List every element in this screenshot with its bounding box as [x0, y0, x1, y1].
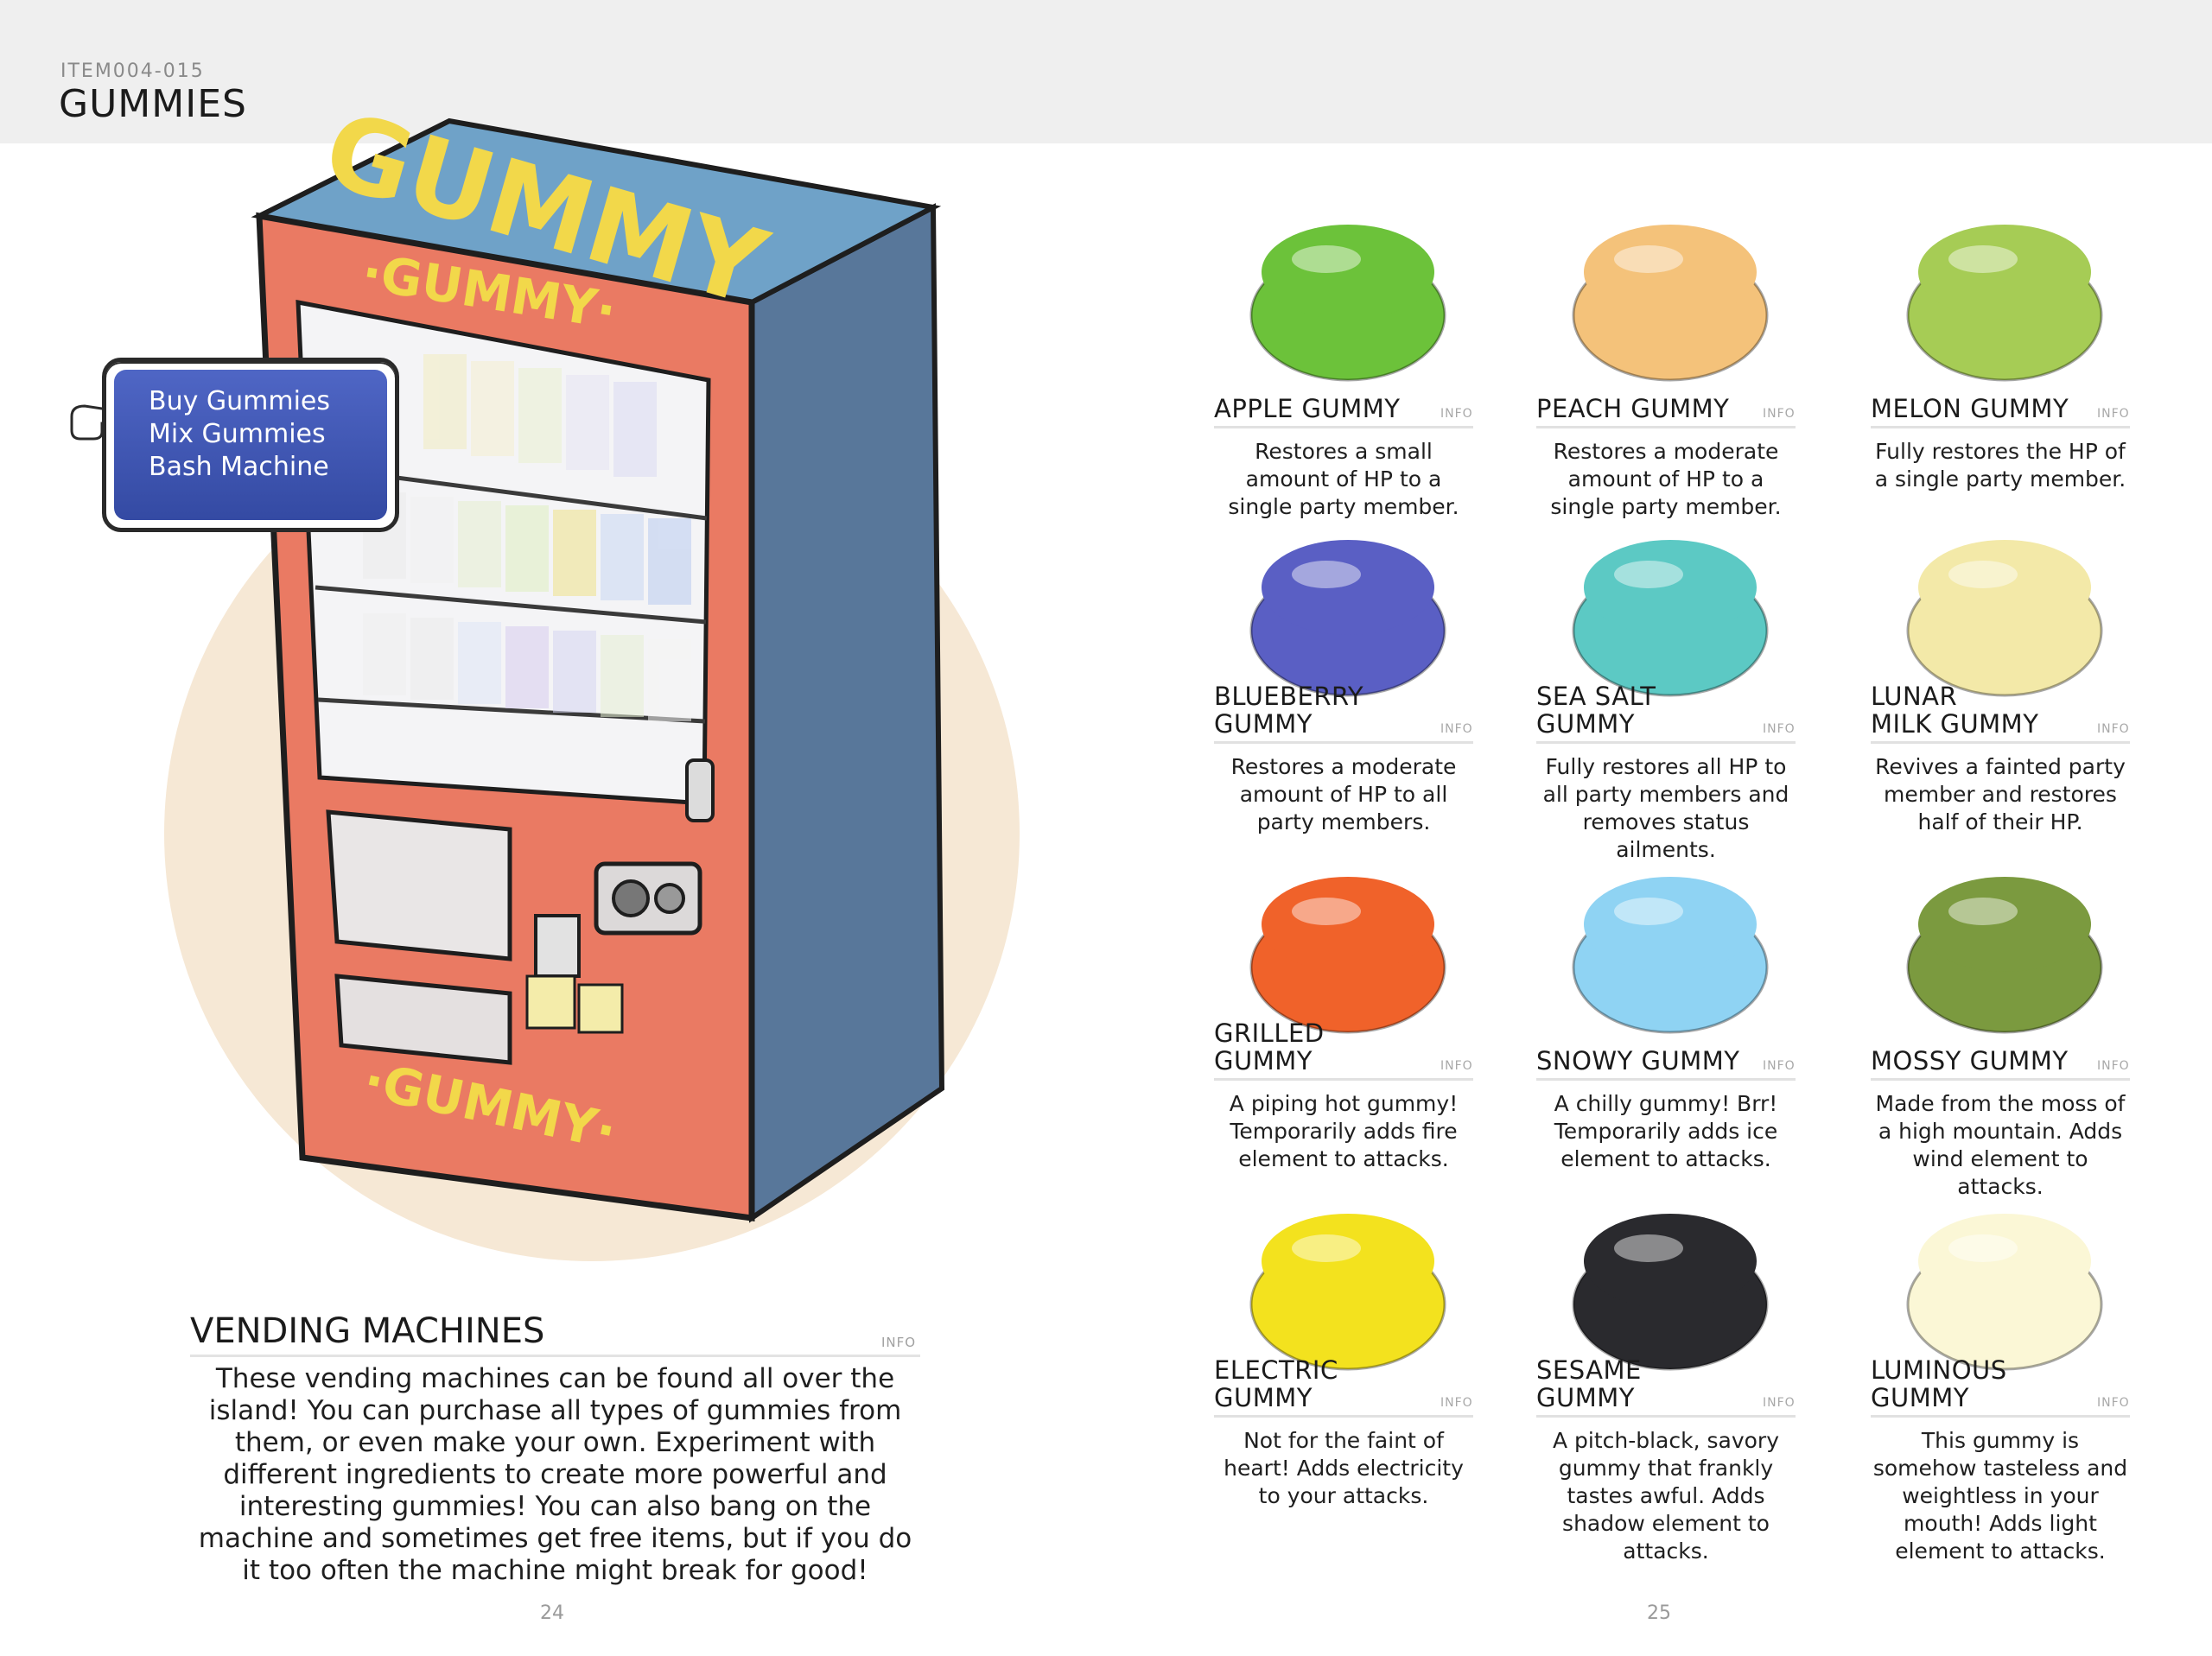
- gummy-info-tag: INFO: [2097, 722, 2130, 736]
- section-info-tag: INFO: [881, 1335, 917, 1350]
- gummy-card: MELON GUMMY INFO Fully restores the HP of …: [1871, 212, 2190, 540]
- gummy-card: MOSSY GUMMY INFO Made from the moss of a h…: [1871, 864, 2190, 1199]
- menu-item-buy-gummies[interactable]: Buy Gummies: [149, 386, 331, 416]
- section-body: These vending machines can be found all …: [198, 1363, 912, 1586]
- gummy-name: MOSSY GUMMY: [1871, 1046, 2069, 1075]
- gummy-icon: [1249, 877, 1446, 1034]
- gummy-divider: [1871, 1415, 2130, 1418]
- gummy-info-tag: INFO: [1763, 1396, 1796, 1410]
- page-number-right: 25: [1647, 1602, 1671, 1624]
- section-divider: [190, 1355, 920, 1357]
- gummy-description: This gummy is somehow tasteless and weig…: [1872, 1428, 2128, 1564]
- gummy-info-tag: INFO: [1440, 1059, 1473, 1073]
- action-menu: Buy Gummies Mix Gummies Bash Machine: [102, 358, 399, 532]
- gummy-info-tag: INFO: [1440, 722, 1473, 736]
- gummy-divider: [1871, 1078, 2130, 1081]
- gummy-description: A pitch-black, savory gummy that frankly…: [1552, 1428, 1780, 1564]
- gummy-name: BLUEBERRY GUMMY: [1214, 682, 1364, 739]
- header-band: [0, 0, 2212, 143]
- gummy-icon: [1906, 540, 2103, 697]
- gummy-info-tag: INFO: [1763, 1059, 1796, 1073]
- gummy-divider: [1214, 426, 1473, 428]
- gummy-info-tag: INFO: [1763, 722, 1796, 736]
- gummy-info-tag: INFO: [1763, 407, 1796, 421]
- gummy-name: PEACH GUMMY: [1536, 394, 1730, 423]
- gummy-description: Made from the moss of a high mountain. A…: [1875, 1091, 2126, 1199]
- vending-machine-illustration: GUMMY GUMMY ·GUMMY· ·GUMMY·: [251, 104, 945, 1223]
- gummy-name: MELON GUMMY: [1871, 394, 2069, 423]
- menu-item-mix-gummies[interactable]: Mix Gummies: [149, 419, 326, 449]
- gummy-name: SEA SALT GUMMY: [1536, 682, 1656, 739]
- gummy-description: Restores a small amount of HP to a singl…: [1228, 439, 1459, 519]
- gummy-divider: [1214, 741, 1473, 744]
- gummy-description: Restores a moderate amount of HP to a si…: [1550, 439, 1782, 519]
- gummy-name: LUMINOUS GUMMY: [1871, 1355, 2007, 1412]
- gummy-icon: [1572, 540, 1769, 697]
- gummy-info-tag: INFO: [2097, 1059, 2130, 1073]
- gummy-name: LUNAR MILK GUMMY: [1871, 682, 2039, 739]
- gummy-name: SESAME GUMMY: [1536, 1355, 1642, 1412]
- gummy-divider: [1871, 741, 2130, 744]
- gummy-description: Restores a moderate amount of HP to all …: [1230, 754, 1457, 834]
- menu-item-bash-machine[interactable]: Bash Machine: [149, 452, 329, 482]
- gummy-card: SESAME GUMMY INFO A pitch-black, savory gu…: [1536, 1201, 1856, 1564]
- gummy-divider: [1536, 1415, 1796, 1418]
- gummy-icon: [1249, 1214, 1446, 1371]
- gummy-info-tag: INFO: [1440, 407, 1473, 421]
- action-menu-panel: Buy Gummies Mix Gummies Bash Machine: [114, 370, 387, 520]
- item-code: ITEM004-015: [60, 60, 205, 82]
- gummy-card: BLUEBERRY GUMMY INFO Restores a moderate a…: [1214, 527, 1534, 855]
- gummy-card: APPLE GUMMY INFO Restores a small amount o…: [1214, 212, 1534, 540]
- gummy-name: ELECTRIC GUMMY: [1214, 1355, 1338, 1412]
- gummy-name: GRILLED GUMMY: [1214, 1018, 1325, 1075]
- gummy-name: SNOWY GUMMY: [1536, 1046, 1740, 1075]
- gummy-card: GRILLED GUMMY INFO A piping hot gummy! Tem…: [1214, 864, 1534, 1192]
- page-number-left: 24: [540, 1602, 564, 1624]
- gummy-icon: [1572, 225, 1769, 382]
- gummy-info-tag: INFO: [1440, 1396, 1473, 1410]
- gummy-description: Fully restores all HP to all party membe…: [1542, 754, 1789, 862]
- gummy-icon: [1249, 225, 1446, 382]
- gummy-name: APPLE GUMMY: [1214, 394, 1401, 423]
- gummy-description: Fully restores the HP of a single party …: [1874, 439, 2126, 492]
- gummy-divider: [1536, 426, 1796, 428]
- gummy-icon: [1906, 225, 2103, 382]
- gummy-divider: [1536, 741, 1796, 744]
- gummy-icon: [1906, 877, 2103, 1034]
- gummy-info-tag: INFO: [2097, 407, 2130, 421]
- gummy-icon: [1572, 877, 1769, 1034]
- gummy-card: PEACH GUMMY INFO Restores a moderate amoun…: [1536, 212, 1856, 540]
- gummy-divider: [1536, 1078, 1796, 1081]
- gummy-icon: [1906, 1214, 2103, 1371]
- gummy-card: LUNAR MILK GUMMY INFO Revives a fainted pa…: [1871, 527, 2190, 855]
- gummy-description: A piping hot gummy! Temporarily adds fir…: [1229, 1091, 1459, 1171]
- section-title: VENDING MACHINES: [190, 1311, 545, 1351]
- gummy-divider: [1871, 426, 2130, 428]
- gummy-divider: [1214, 1078, 1473, 1081]
- gummy-info-tag: INFO: [2097, 1396, 2130, 1410]
- gummy-icon: [1572, 1214, 1769, 1371]
- gummy-description: A chilly gummy! Brr! Temporarily adds ic…: [1554, 1091, 1778, 1171]
- gummy-description: Not for the faint of heart! Adds electri…: [1224, 1428, 1464, 1508]
- page-title: GUMMIES: [59, 82, 247, 126]
- gummy-divider: [1214, 1415, 1473, 1418]
- gummy-icon: [1249, 540, 1446, 697]
- gummy-card: ELECTRIC GUMMY INFO Not for the faint of h…: [1214, 1201, 1534, 1529]
- gummy-card: SEA SALT GUMMY INFO Fully restores all HP …: [1536, 527, 1856, 862]
- gummy-card: SNOWY GUMMY INFO A chilly gummy! Brr! Temp…: [1536, 864, 1856, 1192]
- gummy-card: LUMINOUS GUMMY INFO This gummy is somehow …: [1871, 1201, 2190, 1564]
- gummy-description: Revives a fainted party member and resto…: [1875, 754, 2126, 834]
